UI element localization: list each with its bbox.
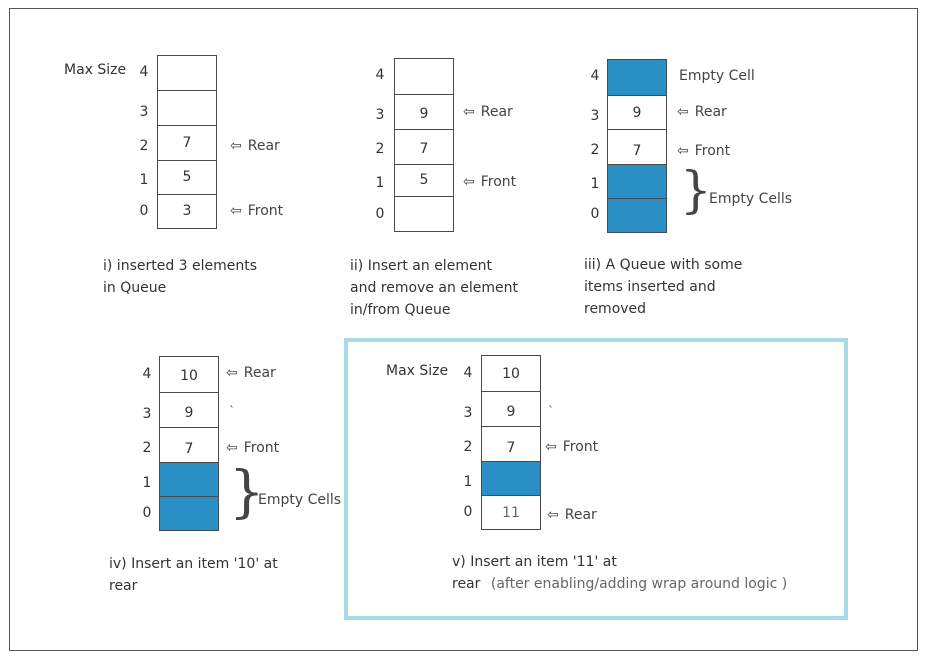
queue-cell-2: 7 — [394, 129, 454, 165]
index-3: 3 — [142, 406, 152, 422]
front-pointer: ⇦Front — [677, 143, 731, 159]
left-arrow-icon: ⇦ — [677, 104, 689, 120]
left-arrow-icon: ⇦ — [226, 440, 238, 456]
empty-cells-label: Empty Cells — [258, 492, 342, 508]
index-1: 1 — [375, 175, 385, 191]
index-3: 3 — [463, 405, 473, 421]
index-0: 0 — [142, 505, 152, 521]
queue-cell-4: 10 — [159, 356, 219, 393]
rear-pointer: ⇦Rear — [230, 138, 280, 154]
index-1: 1 — [139, 172, 149, 188]
index-4: 4 — [139, 64, 149, 80]
index-4: 4 — [142, 366, 152, 382]
rear-pointer: ⇦Rear — [463, 104, 513, 120]
queue-cell-2: 7 — [159, 427, 219, 463]
queue-cell-2: 7 — [607, 129, 667, 165]
queue-cell-3: 9 — [394, 94, 454, 130]
queue-cell-0 — [394, 196, 454, 232]
queue-cell-4: 10 — [481, 355, 541, 392]
left-arrow-icon: ⇦ — [545, 439, 557, 455]
queue-cell-3: 9 — [159, 392, 219, 428]
left-arrow-icon: ⇦ — [226, 365, 238, 381]
queue-cell-0 — [607, 198, 667, 233]
caption-2: ii) Insert an element and remove an elem… — [350, 258, 519, 318]
empty-cell-label: Empty Cell — [679, 68, 755, 84]
index-1: 1 — [463, 474, 473, 490]
tick-mark: ` — [548, 404, 554, 418]
rear-pointer: ⇦Rear — [226, 365, 276, 381]
index-2: 2 — [375, 141, 385, 157]
index-4: 4 — [590, 68, 600, 84]
index-2: 2 — [590, 142, 600, 158]
wrap-around-note: (after enabling/adding wrap around logic… — [490, 576, 788, 592]
left-arrow-icon: ⇦ — [230, 203, 242, 219]
index-2: 2 — [142, 440, 152, 456]
left-arrow-icon: ⇦ — [463, 104, 475, 120]
rear-pointer: ⇦Rear — [677, 104, 727, 120]
queue-cell-4 — [394, 58, 454, 95]
queue-cell-1 — [607, 164, 667, 199]
caption-1: i) inserted 3 elements in Queue — [103, 258, 258, 296]
front-pointer: ⇦Front — [226, 440, 280, 456]
left-arrow-icon: ⇦ — [463, 174, 475, 190]
front-pointer: ⇦Front — [545, 439, 599, 455]
queue-cell-3: 9 — [607, 95, 667, 130]
diagram-frame — [9, 8, 918, 651]
brace-icon: } — [680, 161, 712, 219]
queue-cell-3: 9 — [481, 391, 541, 427]
brace-icon: } — [229, 460, 265, 525]
queue-cell-2: 7 — [481, 426, 541, 462]
rear-pointer: ⇦Rear — [547, 507, 597, 523]
queue-cell-0: 3 — [157, 194, 217, 229]
queue-cell-1: 5 — [157, 160, 217, 195]
queue-cell-4 — [607, 59, 667, 96]
index-3: 3 — [375, 107, 385, 123]
left-arrow-icon: ⇦ — [547, 507, 559, 523]
empty-cells-label: Empty Cells — [709, 191, 793, 207]
queue-cell-0: 11 — [481, 495, 541, 530]
queue-cell-1 — [159, 462, 219, 497]
tick-mark: ` — [229, 404, 235, 418]
index-0: 0 — [590, 206, 600, 222]
caption-5: v) Insert an item '11' at — [452, 554, 617, 570]
index-1: 1 — [142, 475, 152, 491]
queue-cell-1 — [481, 461, 541, 496]
index-0: 0 — [375, 206, 385, 222]
left-arrow-icon: ⇦ — [677, 143, 689, 159]
queue-cell-1: 5 — [394, 164, 454, 197]
index-1: 1 — [590, 176, 600, 192]
queue-cell-4 — [157, 55, 217, 91]
index-2: 2 — [139, 138, 149, 154]
queue-cell-3 — [157, 90, 217, 126]
caption-4: iv) Insert an item '10' at rear — [109, 556, 278, 594]
queue-cell-2: 7 — [157, 125, 217, 161]
left-arrow-icon: ⇦ — [230, 138, 242, 154]
front-pointer: ⇦Front — [463, 174, 517, 190]
queue-cell-0 — [159, 496, 219, 531]
index-2: 2 — [463, 439, 473, 455]
caption-3: iii) A Queue with some items inserted an… — [584, 257, 743, 317]
index-3: 3 — [590, 108, 600, 124]
index-0: 0 — [139, 203, 149, 219]
front-pointer: ⇦Front — [230, 203, 284, 219]
max-size-label: Max Size — [386, 363, 449, 379]
highlight-box — [344, 338, 848, 620]
index-4: 4 — [375, 67, 385, 83]
index-3: 3 — [139, 104, 149, 120]
caption-5-line-2: rear (after enabling/adding wrap around … — [452, 576, 788, 592]
max-size-label: Max Size — [64, 62, 127, 78]
index-0: 0 — [463, 504, 473, 520]
index-4: 4 — [463, 365, 473, 381]
